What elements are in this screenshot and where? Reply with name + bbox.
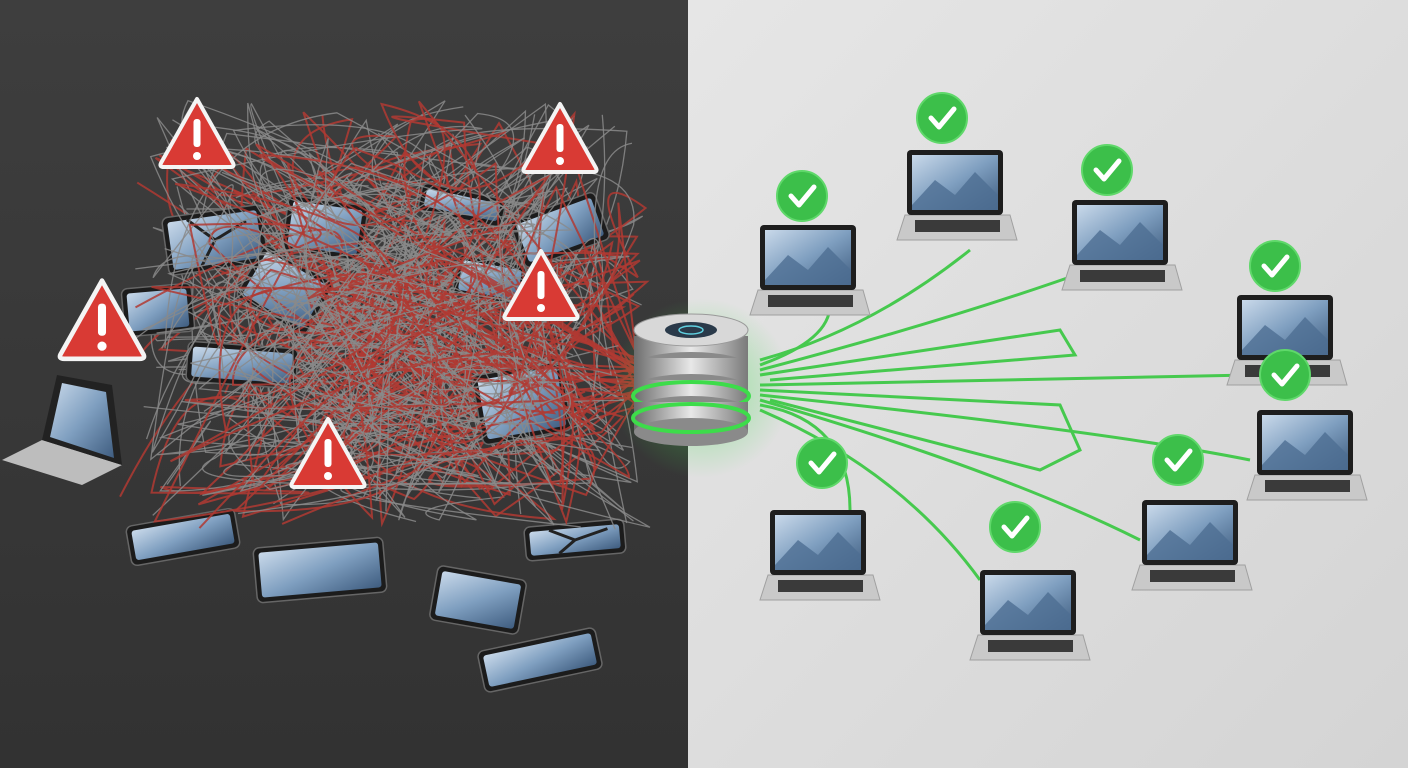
red-wire [410,174,642,373]
red-wire [198,102,642,529]
green-wire [759,398,1141,542]
gray-wire [221,171,577,427]
warning-icons [57,97,599,489]
tablet [252,536,388,604]
laptop [1061,200,1183,291]
gray-wire [197,114,523,477]
warning-triangle-icon [289,417,367,489]
gray-wire [135,214,535,478]
warning-triangle-icon [521,102,599,174]
gray-wire [151,146,545,462]
warning-triangle-icon [158,97,236,169]
organized-wires [759,248,1251,581]
green-wire [759,268,1091,372]
check-circle-icon [796,437,848,489]
check-circle-icon [1081,144,1133,196]
green-wire [759,408,982,581]
green-wire [759,373,1251,387]
gray-wire [294,188,533,461]
broken-phone [523,518,627,562]
laptop [969,570,1091,661]
glow-ring [631,402,751,434]
gray-wire [152,180,613,435]
red-wire [174,182,642,433]
gray-wire [142,138,558,440]
phone [477,627,603,693]
phone [125,507,241,567]
laptop [749,225,871,316]
check-icons [776,92,1311,553]
gray-wire [233,253,651,528]
check-circle-icon [1249,240,1301,292]
gray-wire [269,255,632,484]
warning-triangle-icon [502,249,580,321]
green-wire [759,248,971,362]
laptop [896,150,1018,241]
laptop [1246,410,1368,501]
gray-wire [156,128,511,486]
warning-triangle-icon [57,278,147,362]
laptop [759,510,881,601]
check-circle-icon [1259,349,1311,401]
check-circle-icon [989,501,1041,553]
connected-laptops [749,150,1368,661]
check-circle-icon [776,170,828,222]
tablet [429,565,527,635]
green-wire [759,328,1078,382]
green-wire [759,393,1251,462]
laptop [1131,500,1253,591]
green-wire [759,388,1082,472]
check-circle-icon [1152,434,1204,486]
check-circle-icon [916,92,968,144]
server-hub-icon [611,298,791,478]
laptop [2,375,122,485]
gray-wire [145,168,559,440]
gray-wire [211,281,563,503]
red-wire [153,147,642,523]
